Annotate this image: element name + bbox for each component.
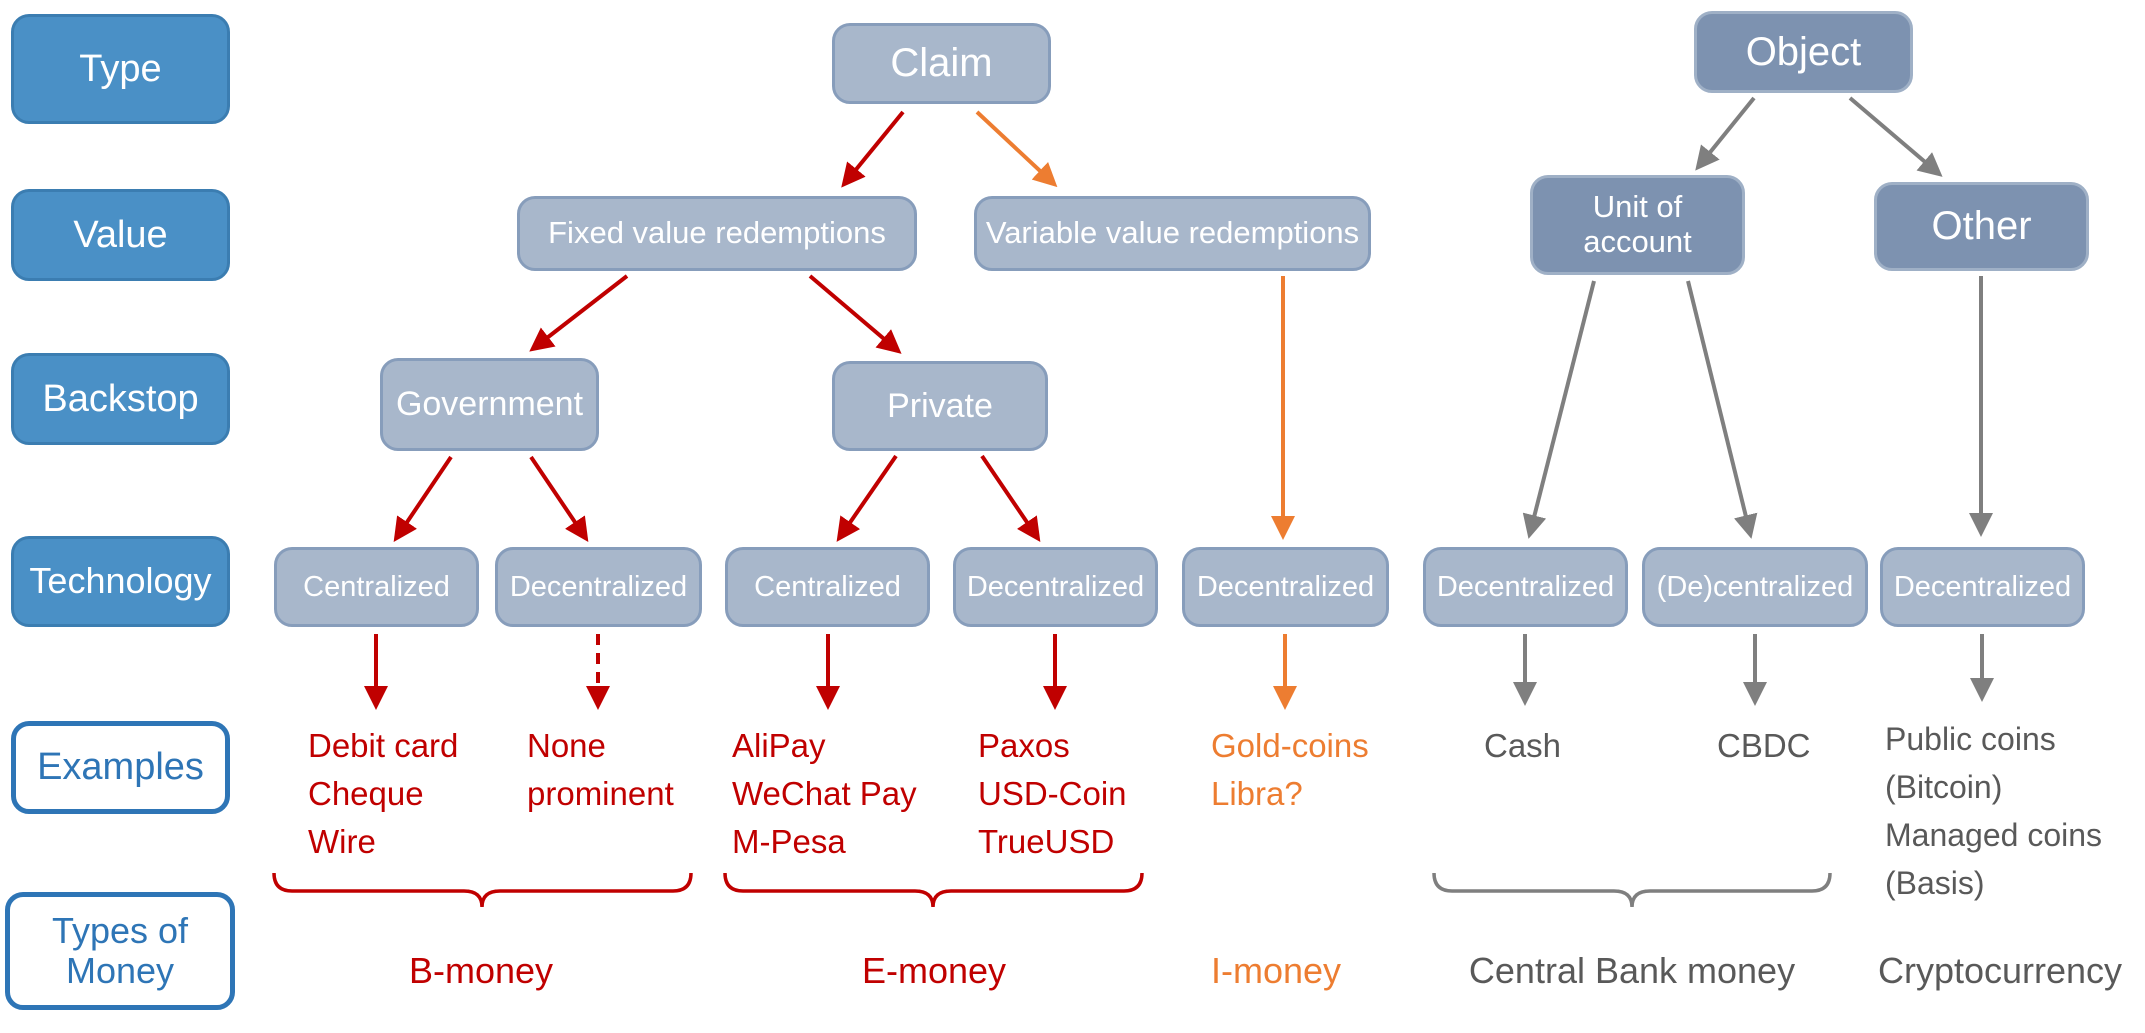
examples-private-decentralized: Paxos USD-Coin TrueUSD — [978, 727, 1127, 860]
row-label-examples: Examples — [11, 721, 230, 814]
arrow-claim-to-fixed-value — [841, 110, 905, 188]
node-claim: Claim — [832, 23, 1051, 104]
money-type-central-bank-money: Central Bank money — [1468, 950, 1796, 991]
example-cash: Cash — [1484, 727, 1562, 764]
examples-variable-decentralized: Gold-coins Libra? — [1211, 727, 1369, 812]
arrow-fixed-to-government — [529, 274, 629, 352]
arrow-unit-of-account-to-de-centralized — [1686, 280, 1758, 539]
node-uoa-de-centralized: (De)centralized — [1642, 547, 1868, 627]
arrow-government-to-centralized — [393, 455, 453, 542]
examples-government-centralized: Debit card Cheque Wire — [308, 727, 459, 860]
money-type-cryptocurrency: Cryptocurrency — [1877, 950, 2123, 991]
row-label-backstop: Backstop — [11, 353, 230, 445]
row-label-types-of-money: Types of Money — [5, 892, 235, 1010]
node-private-decentralized: Decentralized — [953, 547, 1158, 627]
arrow-unit-of-account-to-decentralized — [1522, 280, 1596, 539]
brace-b-money — [272, 872, 693, 908]
arrow-fixed-to-private — [808, 274, 902, 354]
money-type-i-money: I-money — [1210, 950, 1342, 991]
arrow-private-to-decentralized — [980, 454, 1041, 542]
node-variable-decentralized: Decentralized — [1182, 547, 1389, 627]
examples-other-decentralized: Public coins (Bitcoin) Managed coins (Ba… — [1885, 721, 2103, 901]
node-fixed-value-redemptions: Fixed value redemptions — [517, 196, 917, 271]
node-object: Object — [1694, 11, 1913, 93]
node-other-decentralized: Decentralized — [1880, 547, 2085, 627]
node-other: Other — [1874, 182, 2089, 271]
examples-private-centralized: AliPay WeChat Pay M-Pesa — [732, 727, 917, 860]
row-label-type: Type — [11, 14, 230, 124]
node-variable-value-redemptions: Variable value redemptions — [974, 196, 1371, 271]
brace-central-bank-money — [1432, 872, 1832, 908]
brace-e-money — [723, 872, 1144, 908]
row-label-value: Value — [11, 189, 230, 281]
node-private-centralized: Centralized — [725, 547, 930, 627]
example-cbdc: CBDC — [1717, 727, 1811, 764]
arrow-object-to-other — [1848, 96, 1943, 177]
money-type-e-money: E-money — [861, 950, 1007, 991]
node-gov-decentralized: Decentralized — [495, 547, 702, 627]
arrow-private-to-centralized — [836, 454, 898, 542]
node-uoa-decentralized: Decentralized — [1423, 547, 1628, 627]
arrow-object-to-unit-of-account — [1695, 96, 1756, 171]
money-type-b-money: B-money — [408, 950, 554, 991]
examples-government-decentralized: None prominent — [527, 727, 674, 812]
arrow-government-to-decentralized — [529, 455, 589, 542]
row-label-technology: Technology — [11, 536, 230, 627]
node-unit-of-account: Unit of account — [1530, 175, 1745, 275]
node-private: Private — [832, 361, 1048, 451]
node-government: Government — [380, 358, 599, 451]
node-gov-centralized: Centralized — [274, 547, 479, 627]
arrow-claim-to-variable-value — [975, 110, 1058, 188]
